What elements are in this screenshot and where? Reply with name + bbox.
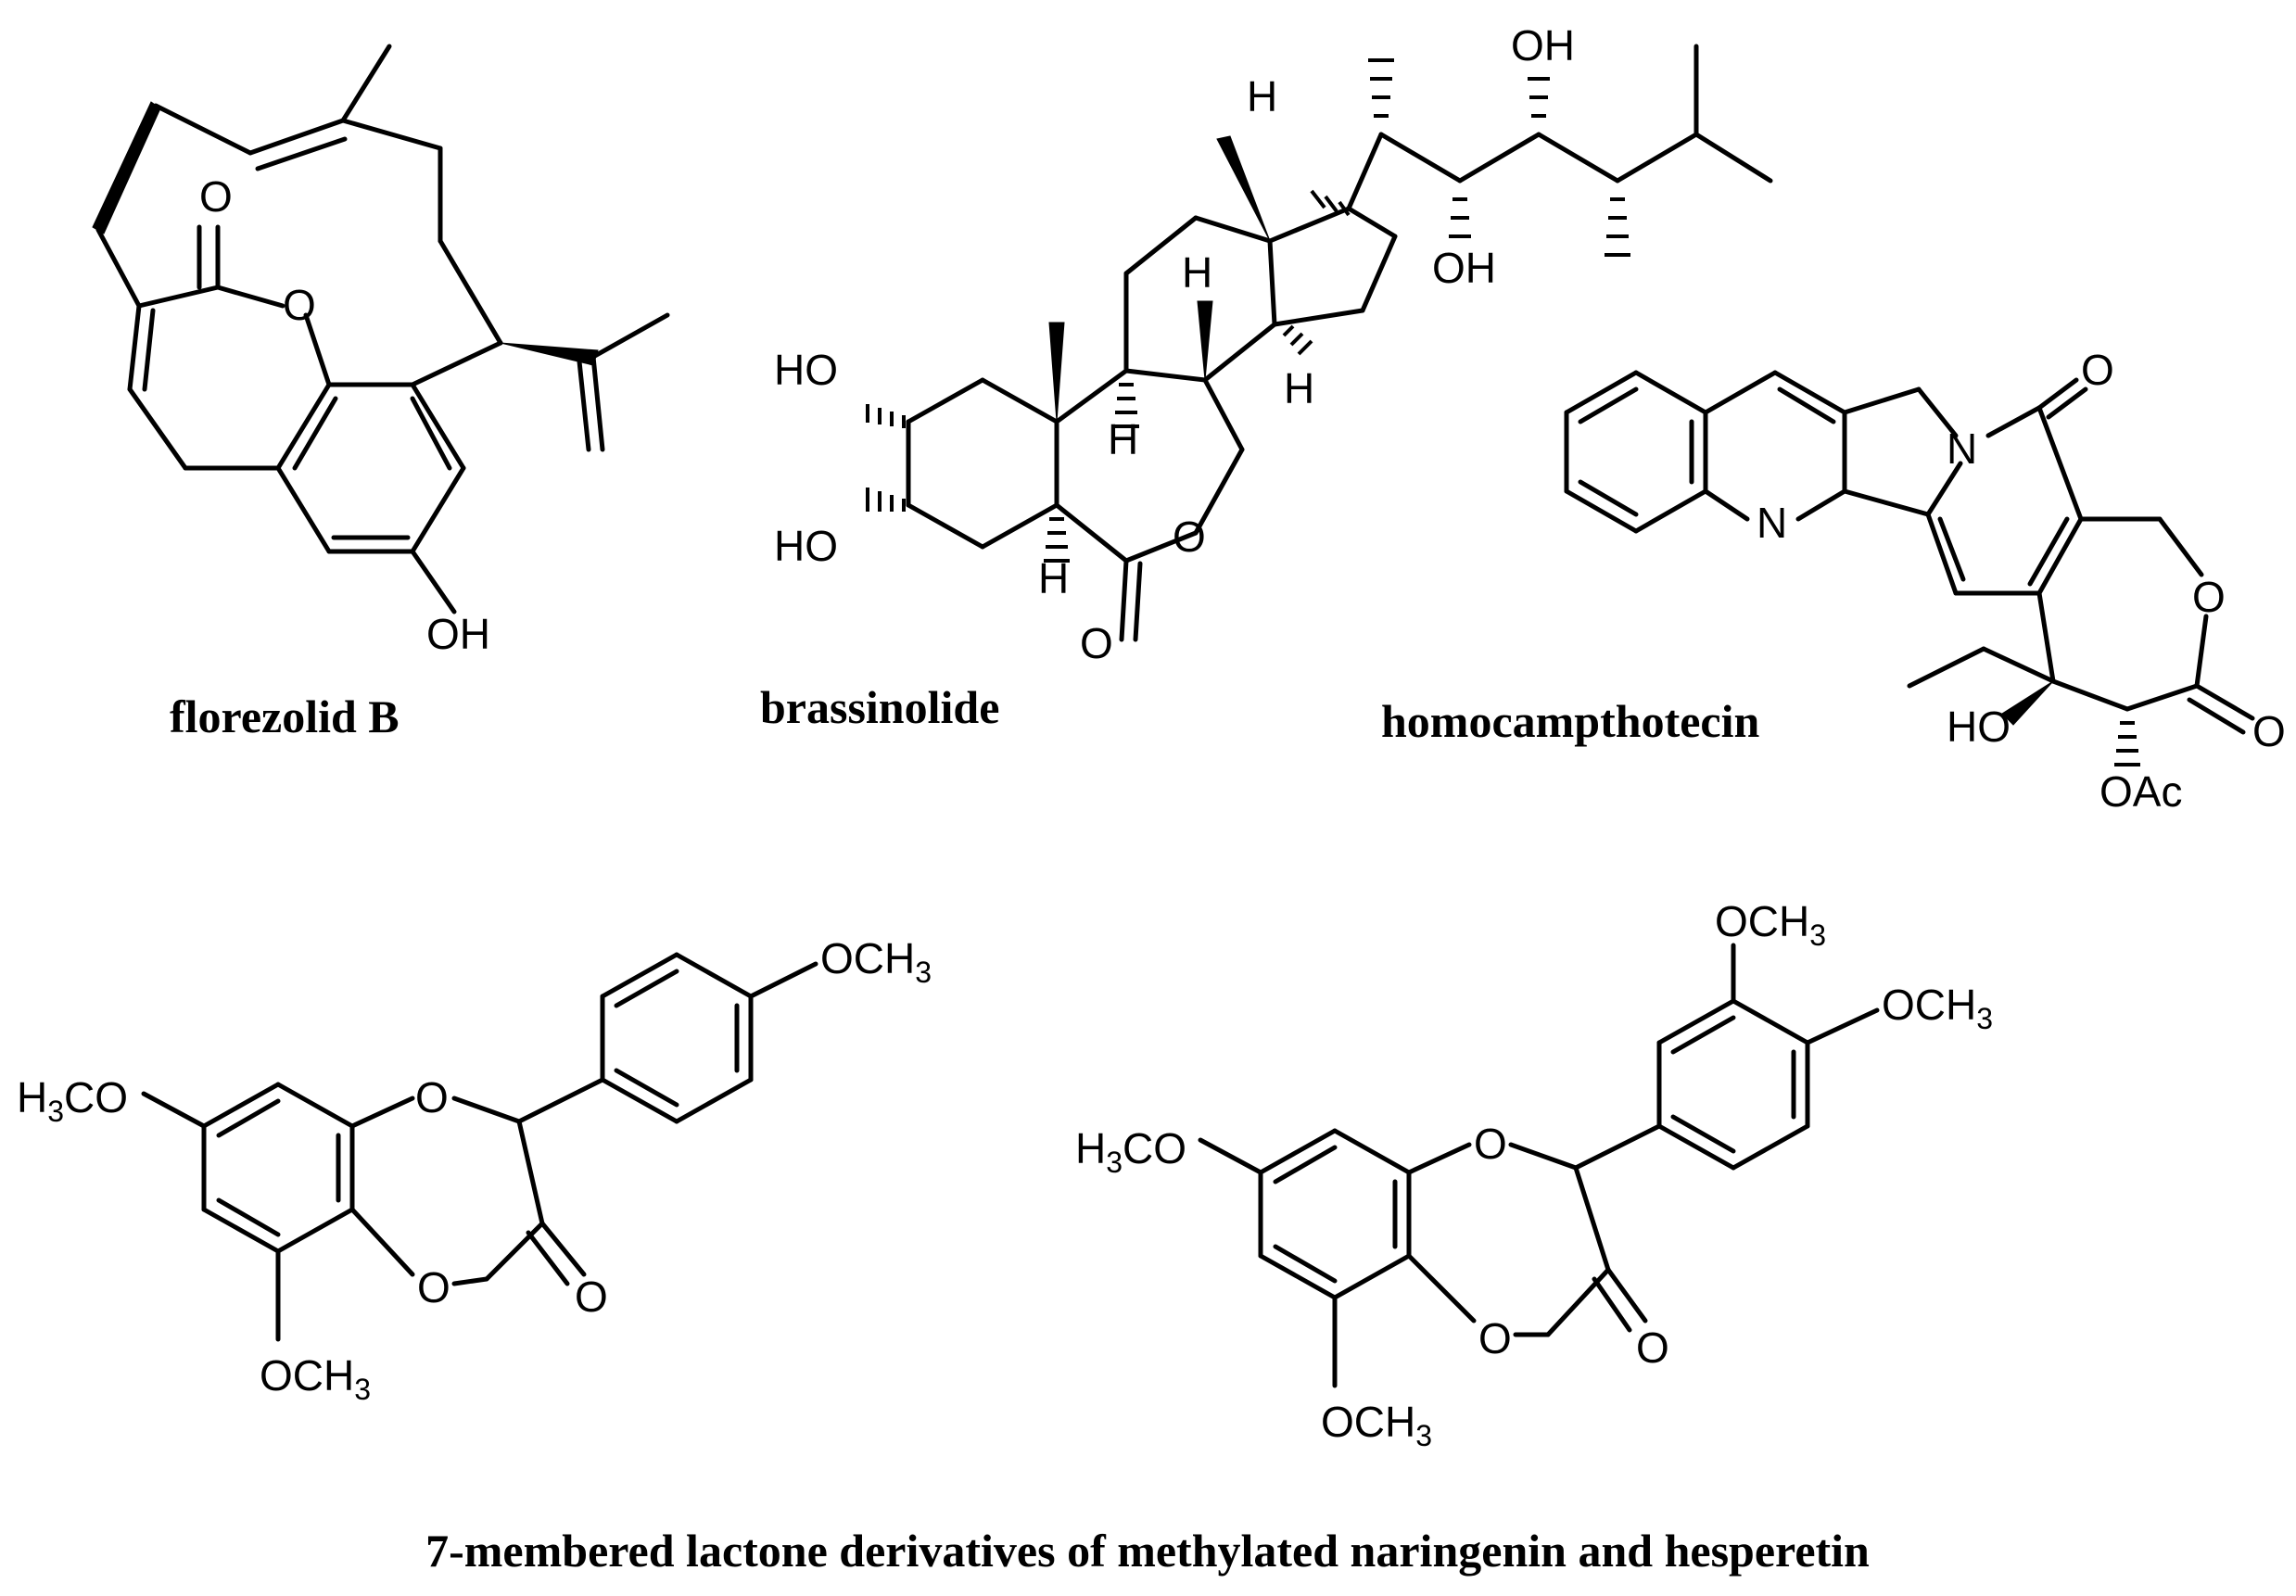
structure-florezolid-b: O O OH florezolid B: [92, 44, 670, 742]
atom-ho: HO: [774, 522, 838, 570]
atom-o: O: [575, 1273, 608, 1321]
atom-o: O: [199, 172, 233, 221]
atom-o: O: [2192, 573, 2226, 621]
wedge-bond: [1216, 135, 1271, 242]
atom-h3co: H3CO: [17, 1073, 128, 1128]
structure-brassinolide: HO HO H H H H: [760, 21, 1773, 733]
atom-och3: OCH3: [260, 1351, 371, 1406]
atom-o: O: [1474, 1120, 1507, 1168]
atom-n: N: [1947, 424, 1977, 473]
atom-ho: HO: [1947, 703, 2011, 751]
wedge-bond: [92, 101, 161, 234]
atom-och3: OCH3: [1321, 1398, 1432, 1452]
atom-oh: OH: [426, 610, 490, 658]
atom-n: N: [1757, 499, 1787, 547]
hash-bond: [1368, 58, 1630, 257]
atom-o: O: [1080, 619, 1113, 667]
atom-och3: OCH3: [1882, 981, 1993, 1035]
hash-bond: [2114, 721, 2140, 766]
atom-oh: OH: [1511, 21, 1575, 70]
hash-bond: [866, 404, 906, 512]
wedge-bond: [500, 342, 599, 366]
hash-bond: [1044, 189, 1351, 563]
atom-o: O: [2252, 707, 2286, 755]
atom-o: O: [1478, 1314, 1512, 1362]
atom-o: O: [2081, 346, 2114, 394]
caption-homocampthotecin: homocampthotecin: [1381, 695, 1759, 747]
structure-hesperetin-lactone: H3CO OCH3 O O O OCH3 OCH3: [1075, 897, 1993, 1452]
atom-och3: OCH3: [1715, 897, 1826, 952]
wedge-bond: [1197, 300, 1213, 381]
atom-oac: OAc: [2099, 767, 2182, 816]
caption-lactone-derivatives: 7-membered lactone derivatives of methyl…: [425, 1525, 1870, 1577]
structure-naringenin-lactone: H3CO OCH3 O O O OCH3: [17, 934, 932, 1406]
atom-h: H: [1038, 554, 1069, 602]
atom-h: H: [1108, 415, 1138, 463]
caption-brassinolide: brassinolide: [760, 681, 999, 733]
atom-o: O: [1636, 1324, 1669, 1372]
atom-oh: OH: [1432, 244, 1496, 292]
atom-o: O: [283, 281, 316, 329]
caption-florezolid-b: florezolid B: [170, 690, 400, 742]
atom-h: H: [1182, 248, 1212, 297]
atom-h: H: [1284, 364, 1314, 412]
atom-o: O: [417, 1263, 450, 1311]
atom-h: H: [1247, 72, 1277, 120]
atom-h3co: H3CO: [1075, 1124, 1186, 1179]
wedge-bond: [1048, 322, 1065, 423]
atom-o: O: [1173, 513, 1206, 561]
wedge-bond: [2001, 680, 2054, 726]
atom-ho: HO: [774, 346, 838, 394]
atom-o: O: [415, 1073, 449, 1121]
atom-och3: OCH3: [820, 934, 932, 989]
structure-homocampthotecin: N N O O O HO OAc: [1381, 346, 2286, 816]
